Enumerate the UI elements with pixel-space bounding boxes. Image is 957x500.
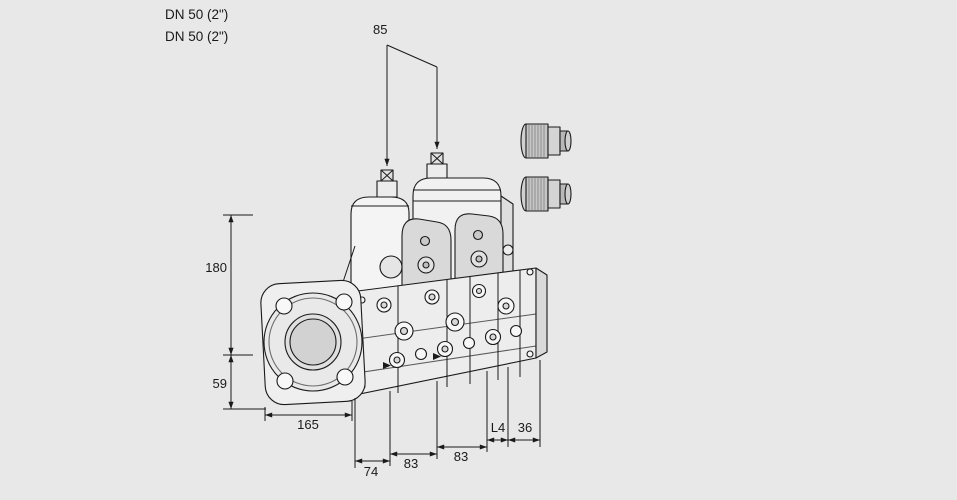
dn-label-line2: DN 50 (2") [165, 29, 228, 44]
dim-165-label: 165 [297, 417, 319, 432]
dimension-83-second: 83 [437, 371, 488, 464]
coil-panel-right [454, 213, 504, 290]
dimension-85: 85 [373, 22, 440, 166]
actuator-left-knob [376, 180, 398, 198]
accessory-fitting-bottom [520, 176, 572, 212]
flange [260, 279, 366, 406]
dim-36-label: 36 [518, 420, 532, 435]
flow-direction-arrows [383, 353, 441, 369]
accessory-fitting-top [520, 123, 572, 159]
valve-body-sideface [535, 267, 548, 359]
dim-59-label: 59 [213, 376, 227, 391]
dim-l4-label: L4 [491, 420, 505, 435]
dimension-83-first: 83 [390, 381, 438, 471]
dim-83b-label: 83 [454, 449, 468, 464]
actuator-left-body [350, 196, 410, 292]
dimension-180: 180 [205, 214, 253, 355]
dim-74-label: 74 [364, 464, 378, 479]
dimension-165: 165 [264, 401, 353, 432]
dimension-l4: L4 [487, 367, 509, 447]
dim-83a-label: 83 [404, 456, 418, 471]
dimension-59: 59 [213, 354, 266, 410]
dimension-74: 74 [354, 391, 391, 479]
dim-180-label: 180 [205, 260, 227, 275]
flange-bolt-holes [275, 293, 354, 390]
dim-85-label: 85 [373, 22, 387, 37]
actuator-right-knob [426, 163, 448, 180]
dn-label-line1: DN 50 (2") [165, 7, 228, 22]
dimension-36: 36 [508, 360, 541, 447]
actuator-left [340, 169, 410, 292]
coil-panel-left [401, 218, 452, 294]
